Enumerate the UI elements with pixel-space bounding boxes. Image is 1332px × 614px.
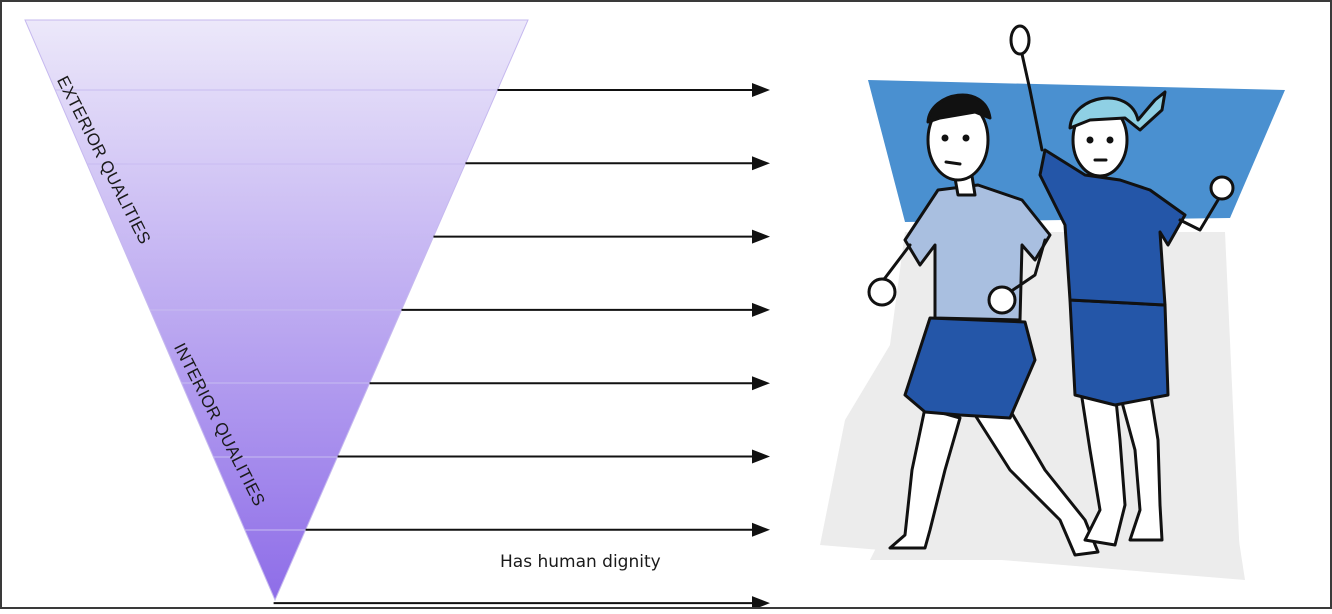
girl-fist-right: [1209, 175, 1235, 201]
arrow-head: [752, 302, 770, 317]
girl-eye: [1086, 136, 1094, 144]
boy-hair: [926, 93, 992, 124]
boy-eye: [941, 134, 949, 142]
boy-leg-left: [888, 406, 962, 550]
girl-eye: [1106, 136, 1114, 144]
arrow-head: [752, 376, 770, 391]
boy-shorts: [903, 316, 1037, 420]
girl-figure: [1009, 24, 1235, 547]
arrow-head: [752, 229, 770, 244]
arrow-group: [273, 83, 770, 611]
girl-arm-raised: [1018, 43, 1044, 152]
boy-fist-left: [867, 277, 897, 307]
arrow-head: [752, 83, 770, 97]
boy-shirt: [903, 183, 1052, 322]
boy-eye: [962, 134, 970, 142]
human-dignity-caption: Has human dignity: [500, 552, 661, 572]
girl-shirt: [1038, 148, 1187, 307]
girl-fist-raised: [1009, 24, 1031, 56]
arrow-head: [752, 449, 770, 464]
boy-mouth: [944, 160, 962, 166]
girl-arm-right: [1178, 198, 1220, 232]
arrow-head: [752, 156, 770, 171]
girl-hair: [1068, 90, 1167, 132]
girl-leg-left: [1078, 383, 1127, 547]
boy-figure: [867, 93, 1100, 557]
two-people-jumping-illustration: [820, 24, 1285, 580]
boy-arm-right: [1008, 238, 1047, 294]
arrow-head: [752, 522, 770, 537]
boy-leg-right: [973, 408, 1100, 557]
girl-leg-right: [1118, 388, 1164, 542]
boy-fist-right: [987, 285, 1017, 315]
arrow-head: [752, 596, 770, 611]
